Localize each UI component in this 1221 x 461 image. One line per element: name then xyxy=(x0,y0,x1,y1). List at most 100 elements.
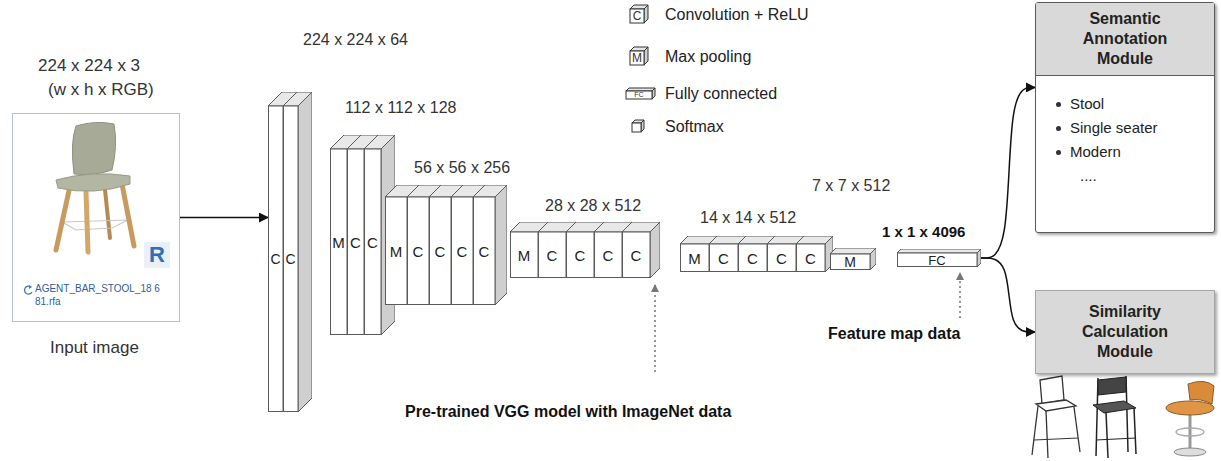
bullet-dot xyxy=(1056,150,1061,155)
layer-letter: C xyxy=(738,244,767,272)
layer-letter: C xyxy=(268,106,283,412)
layer-letter: M xyxy=(330,149,347,335)
dotted-pointer xyxy=(959,273,961,318)
similar-stool-line xyxy=(1036,400,1076,411)
similar-stool-orange xyxy=(1166,381,1214,456)
annotation-row: Modern xyxy=(1056,140,1208,164)
dimension-label: 14 x 14 x 512 xyxy=(700,208,796,227)
layer-block: C xyxy=(473,185,507,305)
layer-front-face xyxy=(595,232,623,278)
layer-letter: M xyxy=(680,244,709,272)
similar-stool-dark xyxy=(1096,438,1136,440)
similar-stool-dark xyxy=(1106,412,1108,458)
connector-arrow xyxy=(981,87,1035,258)
annotation-item: .... xyxy=(1080,167,1097,184)
layer-block: C xyxy=(283,92,312,412)
revit-badge: R xyxy=(144,242,170,268)
bullet-dot xyxy=(1056,126,1061,131)
layer-letter: C xyxy=(407,197,429,305)
bar-stool-illustration xyxy=(72,122,115,174)
similar-stool-line xyxy=(1034,438,1078,440)
annotation-module-box: Semantic Annotation ModuleStoolSingle se… xyxy=(1035,2,1215,233)
similar-stool-orange xyxy=(1166,401,1214,415)
legend-row: Convolution + ReLU xyxy=(665,5,809,25)
legend-pool-icon xyxy=(630,47,648,65)
layer-front-face xyxy=(768,244,797,272)
layer-front-face xyxy=(511,232,539,278)
layer-letter: C xyxy=(767,244,796,272)
layer-front-face xyxy=(408,197,430,305)
layer-side-face xyxy=(870,248,876,270)
layer-front-face xyxy=(539,232,567,278)
layer-front-face xyxy=(269,106,284,412)
layer-letter: C xyxy=(622,232,650,278)
layer-outline xyxy=(473,185,507,305)
layer-letter: C xyxy=(473,197,495,305)
legend-conv-icon xyxy=(630,9,644,23)
module-title: Semantic Annotation Module xyxy=(1069,9,1181,69)
dimension-label: 224 x 224 x 3 xyxy=(38,56,140,76)
input-image-box: R AGENT_BAR_STOOL_18 681.rfa xyxy=(12,113,180,322)
layer-letter: C xyxy=(347,149,364,335)
layer-front-face xyxy=(331,149,348,335)
similar-stool-dark xyxy=(1093,401,1136,413)
similarity-module-box: Similarity Calculation Module xyxy=(1035,290,1215,374)
layer-letter: C xyxy=(594,232,622,278)
layer-front-face xyxy=(681,244,710,272)
legend-conv-icon xyxy=(630,5,648,23)
layer-block: C xyxy=(622,222,660,278)
layer-top-face xyxy=(897,249,981,253)
file-name: AGENT_BAR_STOOL_18 681.rfa xyxy=(35,283,160,308)
dimension-label: 112 x 112 x 128 xyxy=(345,98,457,117)
bar-stool-illustration xyxy=(122,184,134,246)
layer-letter: C xyxy=(796,244,825,272)
caption-label: Input image xyxy=(50,338,139,358)
annotation-item: Stool xyxy=(1070,95,1104,112)
dimension-label: (w x h x RGB) xyxy=(48,80,154,100)
layer-letter: C xyxy=(709,244,738,272)
refresh-icon xyxy=(24,285,32,294)
module-header: Semantic Annotation Module xyxy=(1036,3,1214,76)
similar-stool-orange xyxy=(1176,428,1204,436)
layer-block: C xyxy=(796,236,833,272)
dimension-label: 56 x 56 x 256 xyxy=(414,158,510,177)
layer-letter: C xyxy=(566,232,594,278)
layer-block: FC xyxy=(897,249,981,267)
connector-arrow xyxy=(180,217,268,218)
similar-stool-dark xyxy=(1098,377,1126,395)
dimension-label: 28 x 28 x 512 xyxy=(545,196,641,215)
annotation-item: Single seater xyxy=(1070,119,1158,136)
layer-front-face xyxy=(831,254,871,270)
similar-stool-orange xyxy=(1174,448,1206,456)
layer-front-face xyxy=(348,149,365,335)
bar-stool-illustration xyxy=(56,186,70,250)
module-title: Similarity Calculation Module xyxy=(1069,302,1181,362)
layer-side-face xyxy=(495,185,507,305)
legend-fc-icon xyxy=(626,91,652,99)
legend-text: Softmax xyxy=(665,118,724,135)
annotation-row: .... xyxy=(1056,164,1208,188)
icon-letter: C xyxy=(630,9,644,23)
bar-stool-illustration xyxy=(56,174,130,191)
legend-text: Max pooling xyxy=(665,48,751,65)
similar-stool-line xyxy=(1032,376,1080,458)
layer-front-face xyxy=(452,197,474,305)
similar-stool-dark xyxy=(1093,376,1136,458)
similar-stool-orange xyxy=(1189,412,1192,448)
legend-conv-icon xyxy=(644,5,648,23)
legend-text: Fully connected xyxy=(665,85,777,102)
similar-stool-line xyxy=(1074,407,1080,452)
layer-letter: C xyxy=(283,106,298,412)
legend-pool-icon xyxy=(630,51,644,65)
legend-fc-icon xyxy=(626,88,655,99)
pointer-label: Feature map data xyxy=(828,324,960,343)
layer-side-face xyxy=(977,249,981,267)
icon-letter: M xyxy=(630,51,644,65)
bullet-dot xyxy=(1056,102,1061,107)
layer-letter: M xyxy=(510,232,538,278)
layer-front-face xyxy=(430,197,452,305)
legend-text: Convolution + ReLU xyxy=(665,6,809,23)
similar-stool-line xyxy=(1040,376,1064,404)
bar-stool-illustration xyxy=(86,192,88,252)
